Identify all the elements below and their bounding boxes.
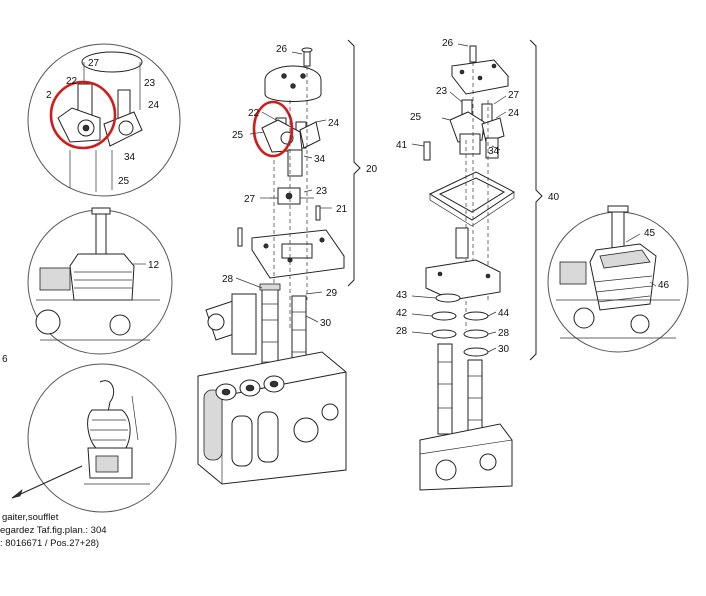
callout-24-right: 24 [508,108,520,119]
callout-22-center: 22 [248,108,260,119]
callout-27-right: 27 [508,90,520,101]
callout-21-center: 21 [336,204,348,215]
detail-circle-bottom-left [11,363,177,513]
callout-34-right: 34 [488,146,500,157]
highlight-ring-left [49,80,117,150]
callout-26-center: 26 [276,44,288,55]
detail-circle-right [547,205,689,353]
callout-20: 20 [366,164,378,175]
callout-23-right: 23 [436,86,448,97]
callout-6-edge: 6 [2,354,8,365]
callout-34-left: 34 [124,152,136,163]
callout-41: 41 [396,140,408,151]
callout-30-center: 30 [320,318,332,329]
center-assembly [197,39,361,485]
callout-27-center: 27 [244,194,256,205]
right-assembly [411,39,543,491]
callout-23-left: 23 [144,78,156,89]
callout-28-center: 28 [222,274,234,285]
callout-12: 12 [148,260,160,271]
callout-34-center: 34 [314,154,326,165]
callout-25-right: 25 [410,112,422,123]
callout-25-center: 25 [232,130,244,141]
callout-42: 42 [396,308,408,319]
callout-24-center: 24 [328,118,340,129]
callout-23-center: 23 [316,186,328,197]
callout-45: 45 [644,228,656,239]
callout-2-left-clipped: 2 [46,90,52,101]
note-line-1: gaiter,soufflet [2,512,59,523]
callout-25-left: 25 [118,176,130,187]
detail-circle-top-left [27,43,181,197]
callout-40: 40 [548,192,560,203]
callout-46: 46 [658,280,670,291]
callout-24-left: 24 [148,100,160,111]
callout-44: 44 [498,308,510,319]
detail-circle-mid-left [27,207,173,355]
callout-28-right-b: 28 [498,328,510,339]
callout-28-right-a: 28 [396,326,408,337]
callout-30-right: 30 [498,344,510,355]
note-line-3: : 8016671 / Pos.27+28) [0,538,99,549]
note-line-2: egardez Taf.fig.plan.: 304 [0,525,107,536]
callout-22-left: 22 [66,76,78,87]
callout-26-right: 26 [442,38,454,49]
callout-29-center: 29 [326,288,338,299]
highlight-ring-center [252,100,294,158]
callout-27-left: 27 [88,58,100,69]
callout-43: 43 [396,290,408,301]
